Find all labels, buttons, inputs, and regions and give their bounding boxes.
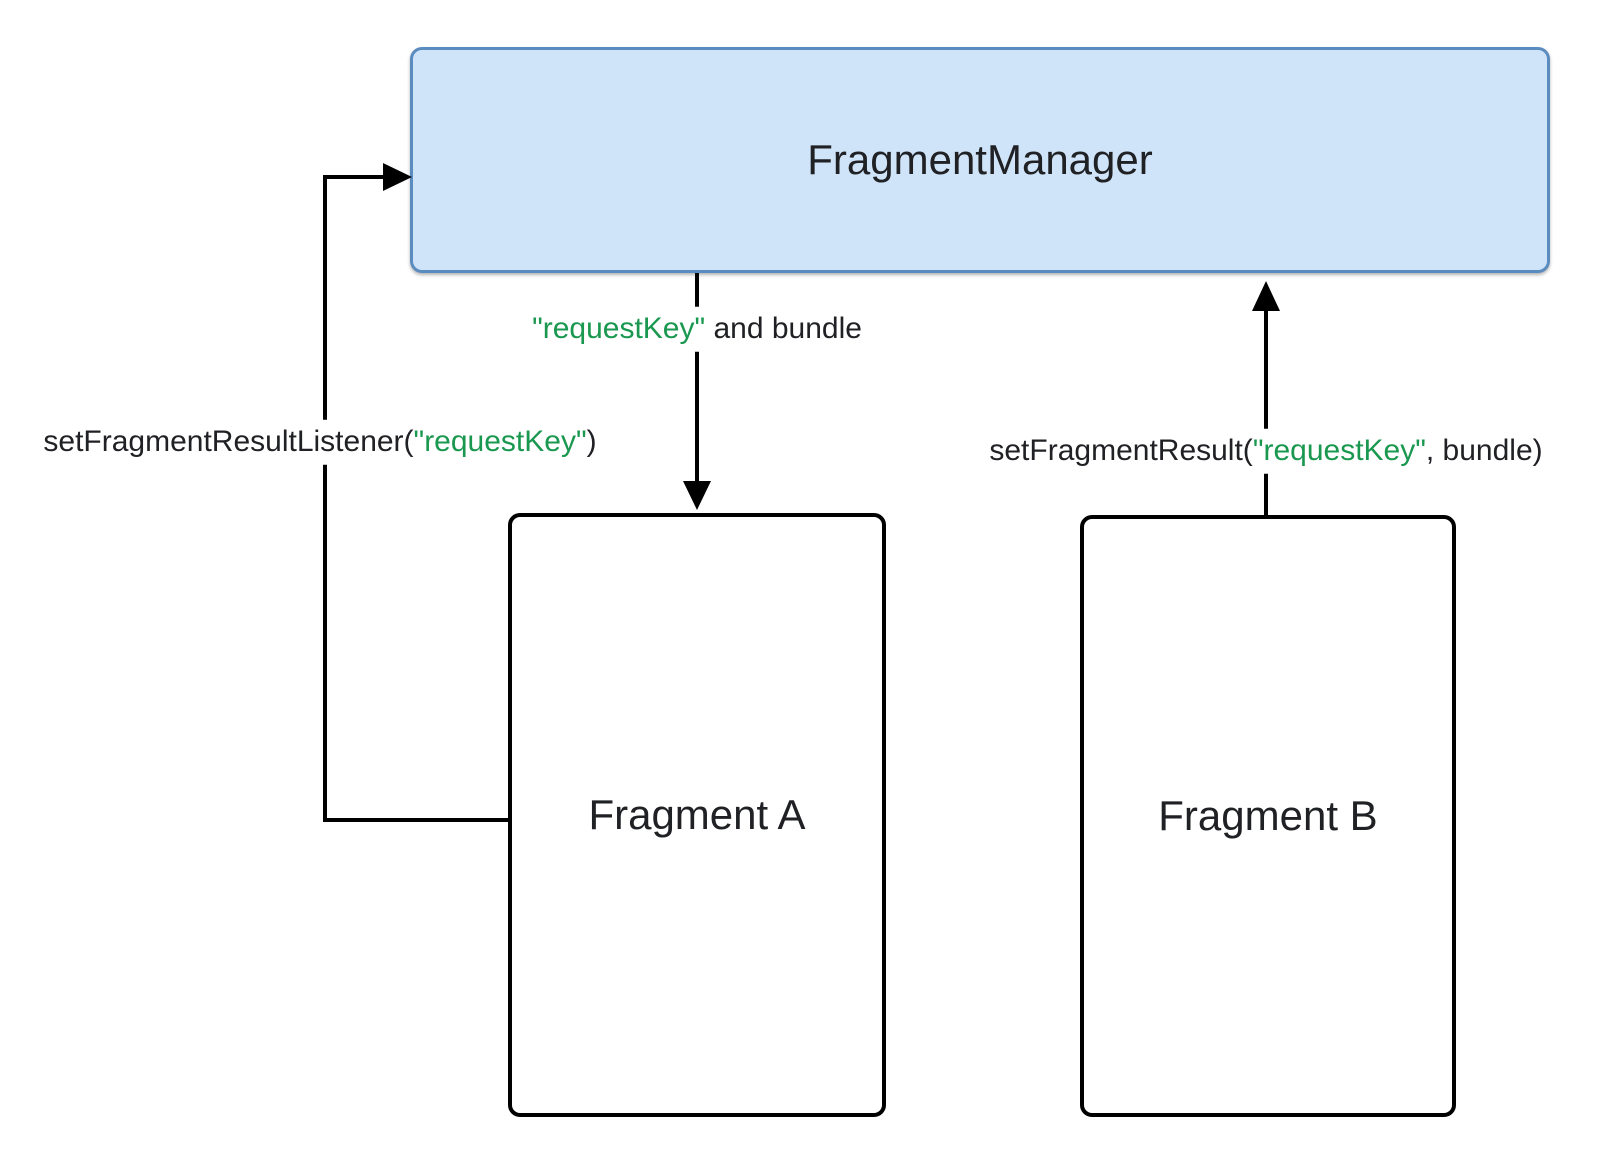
- fragment-b-node: Fragment B: [1080, 515, 1456, 1117]
- arrowhead-right-icon: [383, 163, 412, 191]
- result-call-post: , bundle): [1425, 433, 1543, 467]
- listener-call-pre: setFragmentResultListener(: [43, 424, 414, 458]
- arrowhead-down-icon: [683, 481, 711, 510]
- requestkey-literal: "requestKey": [1252, 433, 1426, 467]
- edge-listener-line: [323, 175, 510, 822]
- requestkey-literal: "requestKey": [532, 311, 706, 345]
- fragment-a-node: Fragment A: [508, 513, 886, 1117]
- and-bundle-text: and bundle: [705, 311, 862, 345]
- label-set-fragment-result-listener: setFragmentResultListener("requestKey"): [31, 419, 609, 465]
- fragment-a-label: Fragment A: [588, 791, 806, 838]
- listener-call-post: ): [586, 424, 597, 458]
- requestkey-literal: "requestKey": [413, 424, 587, 458]
- edge-set-fragment-result: [1252, 281, 1280, 515]
- arrowhead-up-icon: [1252, 281, 1280, 311]
- fragment-manager-label: FragmentManager: [807, 136, 1153, 183]
- result-call-pre: setFragmentResult(: [989, 433, 1253, 467]
- fragment-b-label: Fragment B: [1158, 792, 1378, 839]
- fragment-manager-node: FragmentManager: [410, 47, 1550, 273]
- label-set-fragment-result: setFragmentResult("requestKey", bundle): [977, 428, 1555, 474]
- label-requestkey-and-bundle: "requestKey" and bundle: [520, 306, 874, 352]
